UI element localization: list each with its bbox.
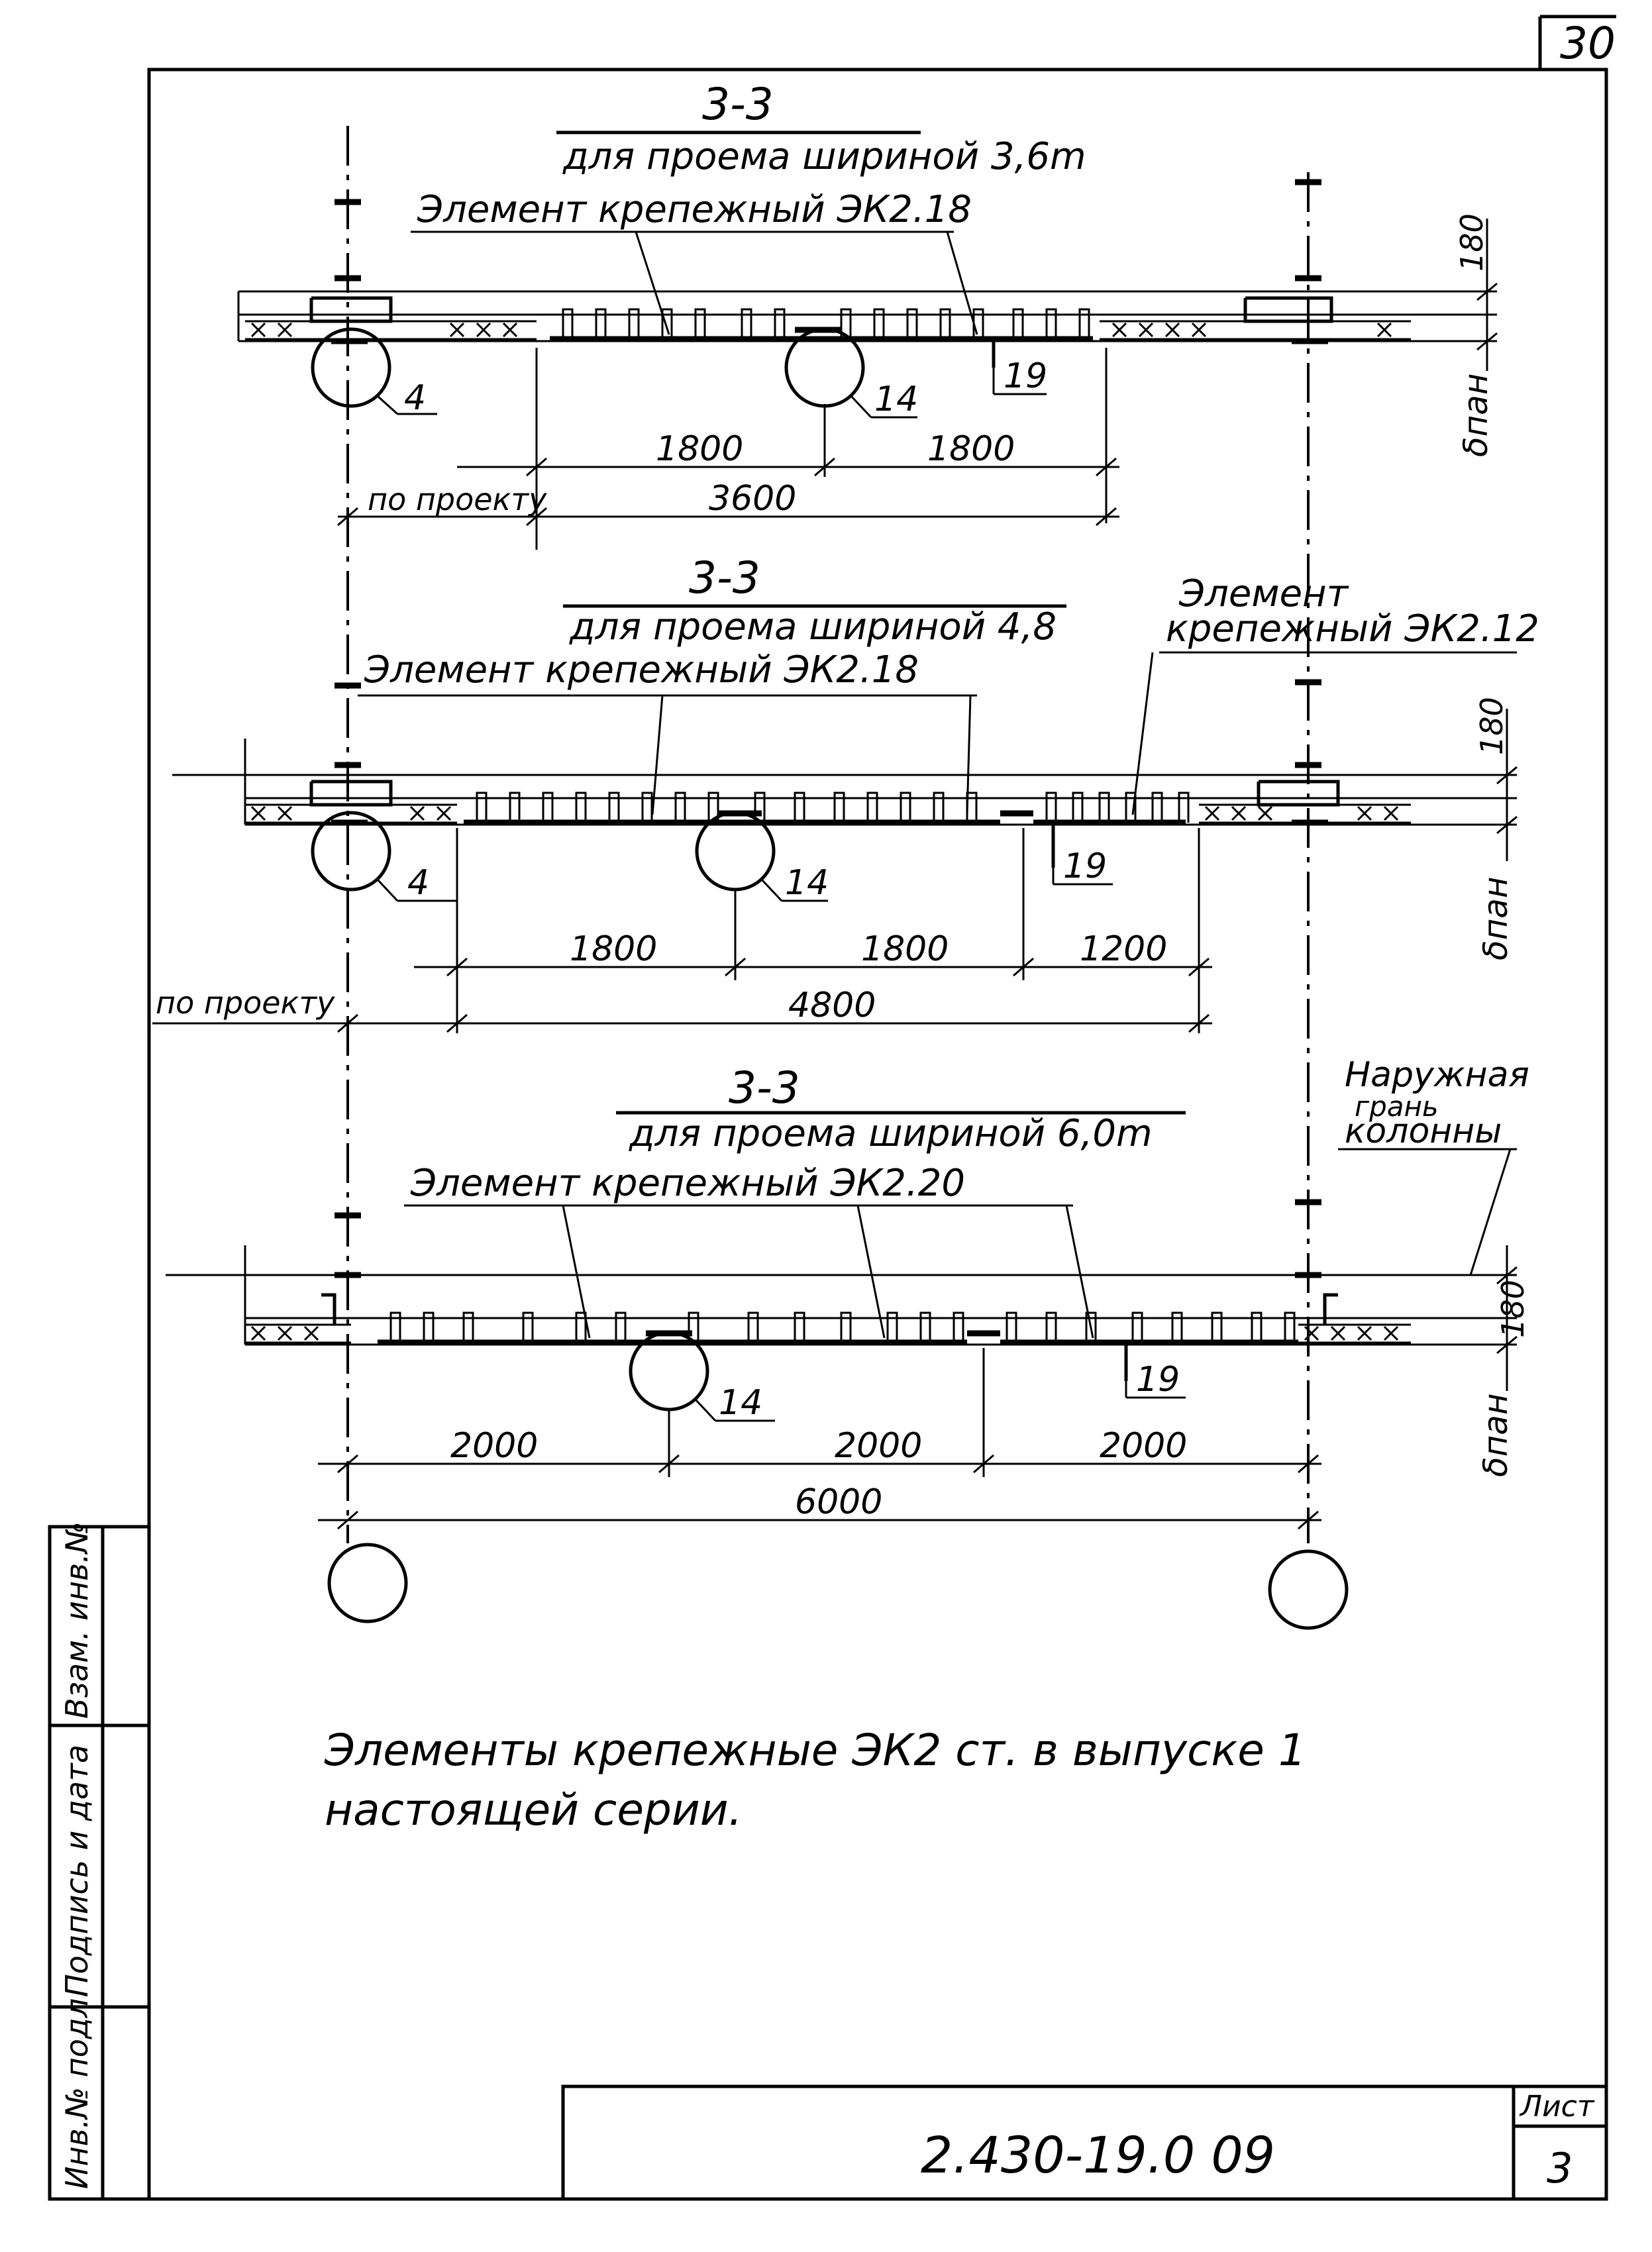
outer-face-label-1: Наружная xyxy=(1345,1055,1529,1095)
callout-14: 14 xyxy=(874,380,918,419)
axis-bubble-left xyxy=(327,1543,408,1623)
section-3-subtitle: для проема шириной 6,0m xyxy=(629,1112,1153,1155)
callout-19: 19 xyxy=(1004,356,1047,396)
callout-19: 19 xyxy=(1136,1360,1180,1400)
side-dim-180: 180 xyxy=(1495,1280,1531,1338)
section-2-element-label-2a: Элемент xyxy=(1178,572,1349,615)
dim-1800-a: 1800 xyxy=(570,929,657,969)
dim-2000-a: 2000 xyxy=(450,1426,538,1466)
side-label-delta: δпан xyxy=(1476,1393,1515,1477)
callout-4: 4 xyxy=(407,863,429,903)
section-1: 3-3 для проема шириной 3,6m Элемент креп… xyxy=(237,79,1498,550)
dim-by-project-1: по проекту xyxy=(368,482,547,517)
outer-face-label-3: колонны xyxy=(1345,1111,1502,1151)
dim-2000-b: 2000 xyxy=(835,1426,922,1466)
side-stamp: Инв.№ подл. Подпись и дата Взам. инв.№ xyxy=(48,1521,151,2201)
section-3-element-label: Элемент крепежный ЭК2.20 xyxy=(410,1162,965,1205)
section-2-title: 3-3 xyxy=(689,552,760,603)
sheet-number: 3 xyxy=(1547,2144,1573,2192)
note-line-1: Элементы крепежные ЭК2 ст. в выпуске 1 xyxy=(324,1725,1306,1776)
side-label-delta: δпан xyxy=(1476,876,1515,960)
side-label-delta: δпан xyxy=(1457,373,1495,457)
stamp-replacement: Взам. инв.№ xyxy=(59,1521,95,1719)
sheet-label: Лист xyxy=(1519,2090,1595,2124)
dim-1800-b: 1800 xyxy=(927,429,1015,469)
section-1-element-label: Элемент крепежный ЭК2.18 xyxy=(417,188,972,231)
leader-line xyxy=(635,231,670,335)
title-block: 2.430-19.0 09 Лист 3 xyxy=(561,2084,1608,2201)
dim-3600: 3600 xyxy=(709,479,796,519)
section-3: 3-3 для проема шириной 6,0m Элемент креп… xyxy=(166,1055,1531,1530)
section-2: 3-3 для проема шириной 4,8 Элемент крепе… xyxy=(152,552,1539,1033)
callout-19: 19 xyxy=(1063,846,1107,886)
sheet-corner-number: 30 xyxy=(1560,18,1616,69)
axis-bubble-right xyxy=(1268,1549,1349,1630)
side-dim-180: 180 xyxy=(1474,697,1510,755)
section-3-title: 3-3 xyxy=(729,1062,800,1113)
side-dim-180: 180 xyxy=(1454,213,1490,272)
outer-face-label-2: грань xyxy=(1355,1090,1439,1123)
stamp-inventory: Инв.№ подл. xyxy=(59,1988,95,2189)
dim-by-project-2: по проекту xyxy=(156,985,335,1021)
drawing-code: 2.430-19.0 09 xyxy=(921,2125,1275,2184)
note-line-2: настоящей серии. xyxy=(325,1784,743,1835)
section-2-subtitle: для проема шириной 4,8 xyxy=(569,605,1057,648)
callout-14: 14 xyxy=(719,1383,762,1423)
stamp-signature-date: Подпись и дата xyxy=(59,1745,95,1997)
dim-1200: 1200 xyxy=(1080,929,1167,969)
dim-6000: 6000 xyxy=(795,1482,882,1522)
dim-1800-b: 1800 xyxy=(861,929,949,969)
section-2-element-label-2b: крепежный ЭК2.12 xyxy=(1166,607,1539,650)
section-1-subtitle: для проема шириной 3,6m xyxy=(562,135,1086,178)
callout-14: 14 xyxy=(785,863,829,903)
dim-1800-a: 1800 xyxy=(656,429,743,469)
section-2-element-label: Элемент крепежный ЭК2.18 xyxy=(364,648,919,691)
dim-2000-c: 2000 xyxy=(1100,1426,1187,1466)
callout-4: 4 xyxy=(404,378,426,418)
section-1-title: 3-3 xyxy=(702,79,774,130)
dim-4800: 4800 xyxy=(788,986,876,1025)
leader-line xyxy=(946,231,978,335)
